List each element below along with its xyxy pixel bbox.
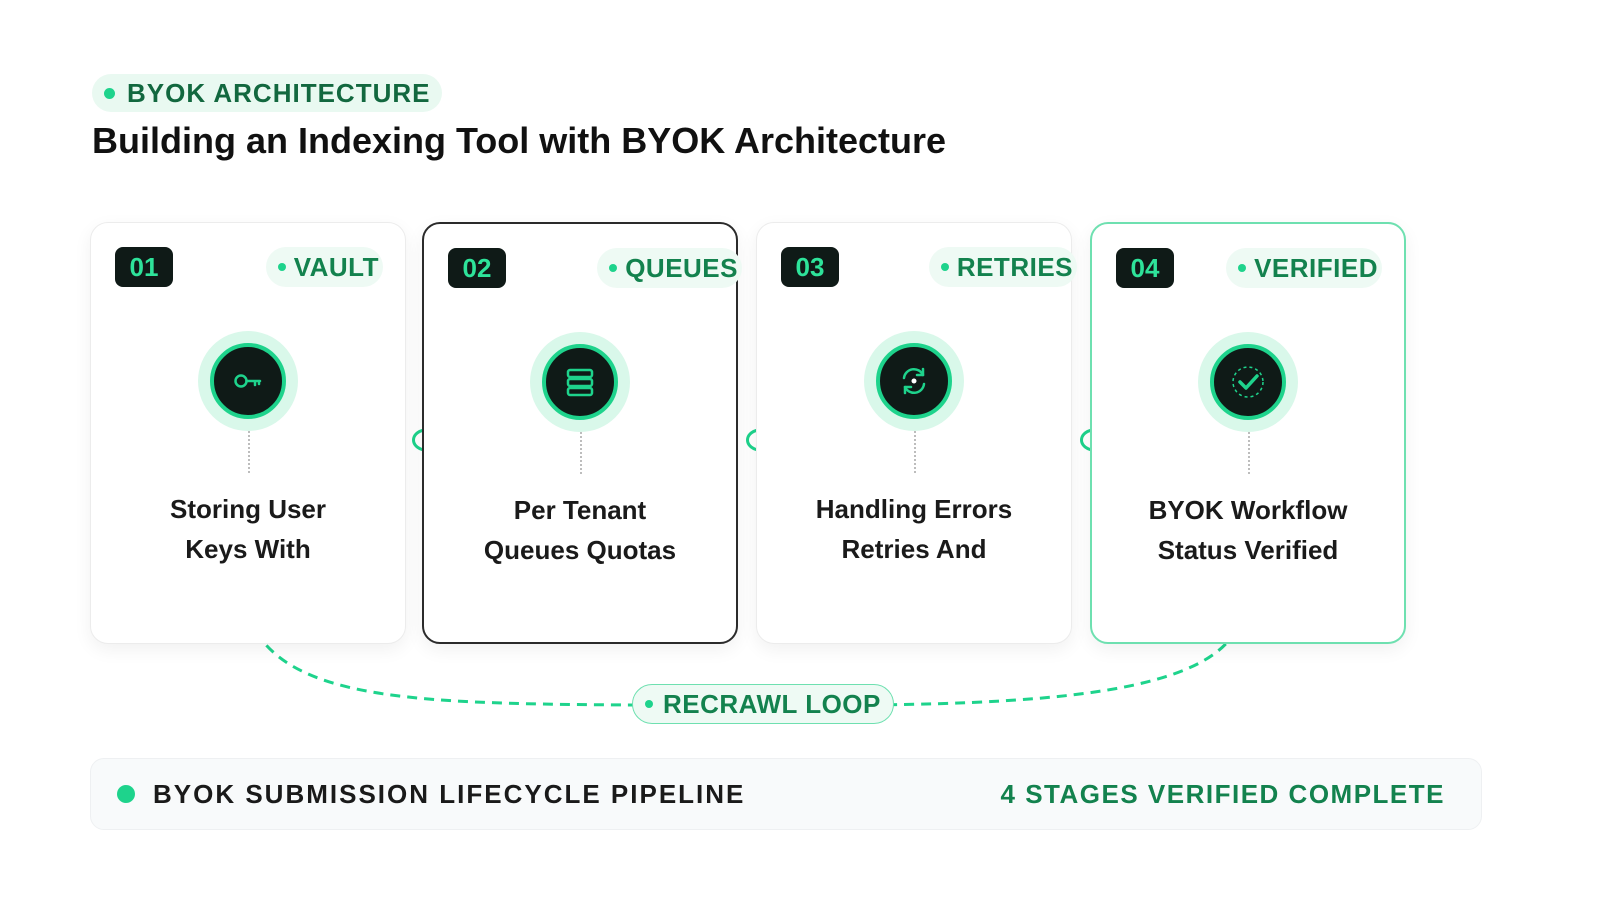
stage-card-verified[interactable]: 04 VERIFIED BYOK Workflow Status Verifie… [1090,222,1406,644]
stage-icon-ring [198,331,298,431]
section-eyebrow: BYOK ARCHITECTURE [92,74,443,112]
stage-card-queues[interactable]: 02 QUEUES Per Tenant Queues Quotas [422,222,742,644]
stage-number: 03 [781,247,839,287]
stage-stem [248,431,250,473]
stage-label-line: Keys With [185,534,311,564]
tag-dot [277,263,286,271]
stage-tag: QUEUES [597,248,742,288]
stage-card-vault[interactable]: 01 VAULT Storing User Keys With [90,222,406,644]
stage-number: 01 [115,247,173,287]
stage-icon-ring [864,331,964,431]
stage-label: Storing User Keys With [101,489,395,569]
pipeline-status: 4 STAGES VERIFIED COMPLETE [1000,778,1445,809]
stage-label-line: Storing User [169,494,327,524]
stage-label-line: BYOK Workflow [1148,495,1348,525]
loop-dot [645,700,653,708]
pipeline-footer: BYOK SUBMISSION LIFECYCLE PIPELINE 4 STA… [90,758,1482,830]
database-icon [542,344,618,420]
tag-dot [940,263,949,271]
eyebrow-dot [104,87,115,99]
check-icon [1210,344,1286,420]
stage-label: Per Tenant Queues Quotas [434,490,726,570]
stage-label-line: Retries And [841,534,987,564]
recrawl-loop-badge: RECRAWL LOOP [632,684,894,724]
stage-tag-label: VERIFIED [1254,252,1378,283]
stage-tag-label: RETRIES [956,251,1073,282]
key-icon [210,343,286,419]
tag-dot [609,264,618,272]
page-title: Building an Indexing Tool with BYOK Arch… [92,120,947,161]
stage-tag: VAULT [265,247,383,287]
stage-icon-ring [1198,332,1298,432]
stage-number: 02 [448,248,506,288]
stage-card-retries[interactable]: 03 RETRIES Handling Errors Retries And [756,222,1077,644]
stage-tag-label: QUEUES [625,252,738,283]
stage-label-line: Queues Quotas [483,535,677,565]
status-dot [117,785,135,803]
stage-tag-label: VAULT [293,251,379,282]
footer-left: BYOK SUBMISSION LIFECYCLE PIPELINE [117,779,745,810]
stage-icon-ring [530,332,630,432]
stage-label: BYOK Workflow Status Verified [1102,490,1394,570]
recrawl-loop-label: RECRAWL LOOP [663,688,881,719]
stage-stem [914,431,916,473]
stage-label-line: Status Verified [1157,535,1339,565]
refresh-icon [876,343,952,419]
tag-dot [1238,264,1247,272]
stage-tag: RETRIES [928,247,1077,287]
stage-label-line: Handling Errors [815,494,1013,524]
stage-number: 04 [1116,248,1174,288]
stage-stem [580,432,582,474]
stage-stem [1248,432,1250,474]
stage-label-line: Per Tenant [513,495,647,525]
stage-label: Handling Errors Retries And [767,489,1061,569]
stage-tag: VERIFIED [1226,248,1382,288]
eyebrow-label: BYOK ARCHITECTURE [127,77,431,108]
pipeline-name: BYOK SUBMISSION LIFECYCLE PIPELINE [153,778,746,809]
